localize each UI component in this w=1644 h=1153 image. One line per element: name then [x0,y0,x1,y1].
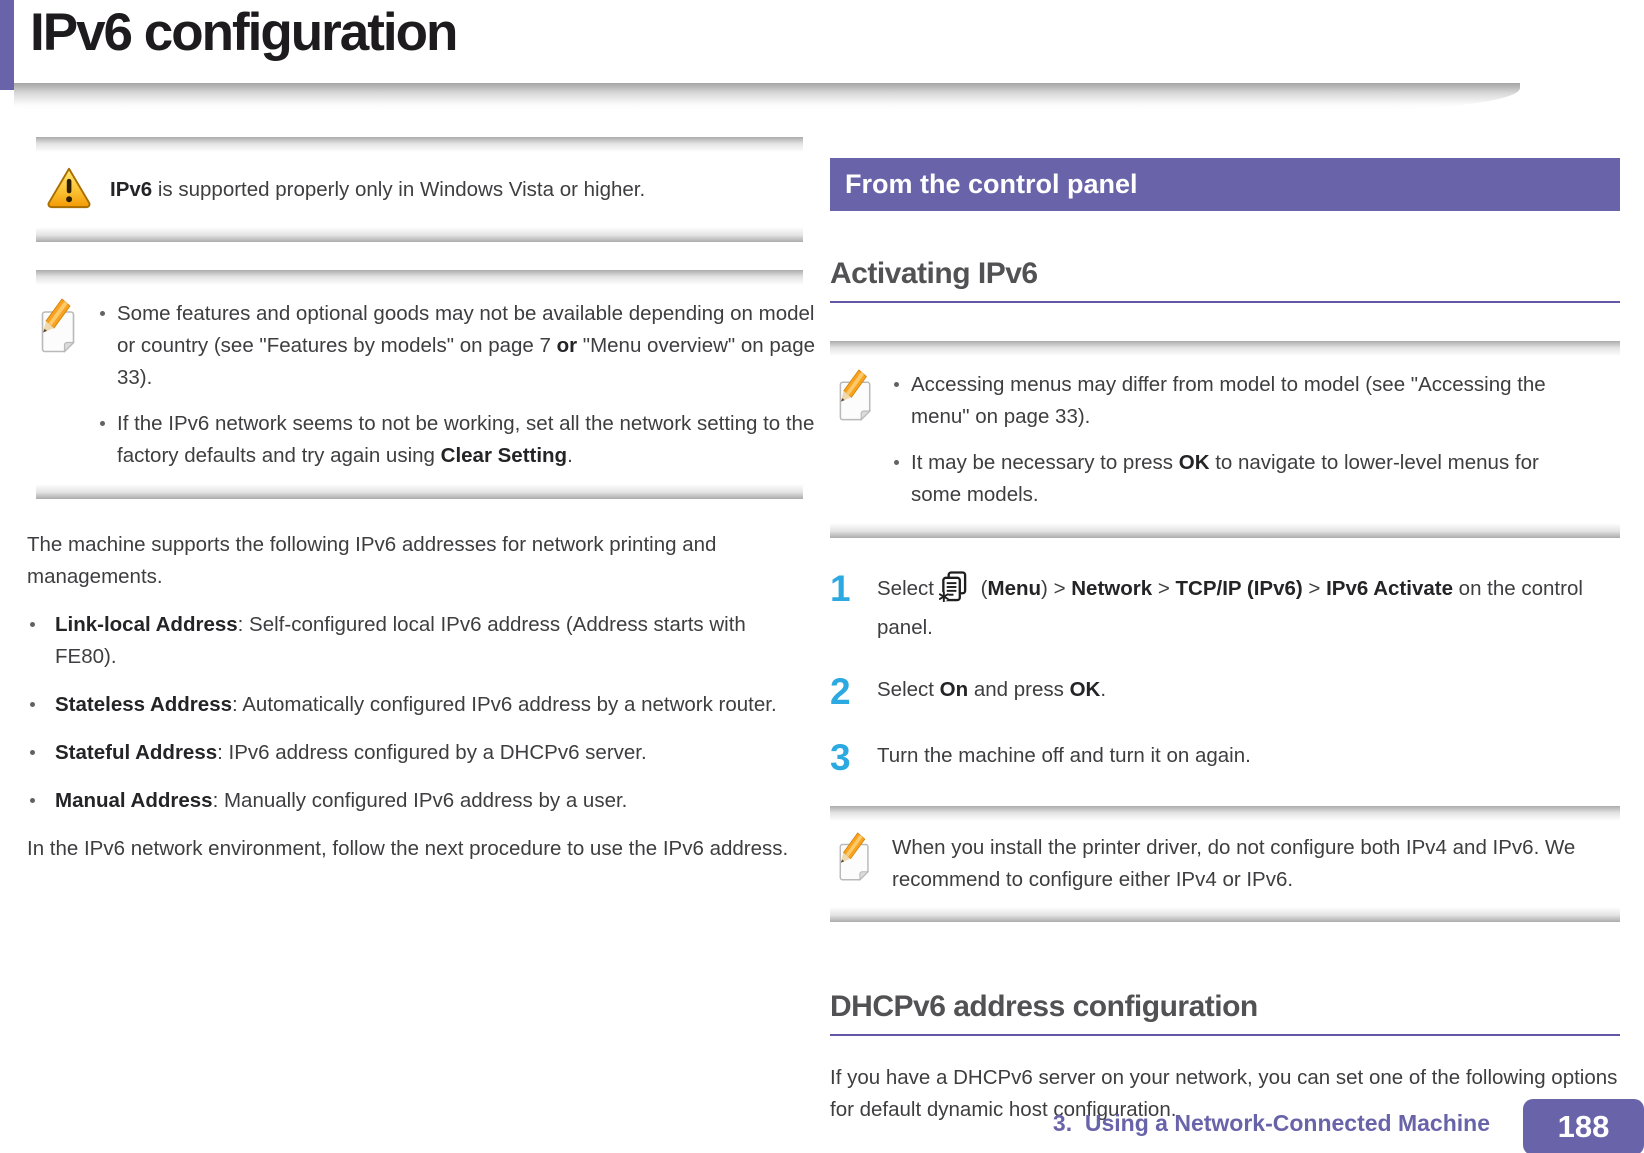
box-bottom-edge [36,227,803,242]
address-bullet: Stateless Address: Automatically configu… [27,689,812,721]
note-item-text: Accessing menus may differ from model to… [911,373,1546,428]
dhcp-paragraph: If you have a DHCPv6 server on your netw… [830,1066,1618,1121]
note-icon [839,832,870,882]
bullet-dot [894,460,899,465]
note-item: It may be necessary to press OK to navig… [894,447,1551,511]
box-top-edge [830,806,1620,821]
note-bullet-list: Accessing menus may differ from model to… [894,369,1551,511]
menu-icon [938,571,967,603]
page-number: 188 [1557,1109,1610,1144]
box-bottom-edge [830,523,1620,538]
note-bullet-list: Some features and optional goods may not… [100,298,817,472]
note-item: Accessing menus may differ from model to… [894,369,1551,433]
left-column: IPv6 is supported properly only in Windo… [27,137,815,865]
step-text: Select (Menu) > Network > T [877,571,1587,644]
page-number-badge: 188 [1523,1099,1644,1153]
bullet-dot [30,798,35,803]
note-box: When you install the printer driver, do … [830,806,1620,922]
step-text-pre: Select [877,577,934,600]
address-bullet-text: Stateful Address: IPv6 address configure… [55,741,647,764]
step-number: 3 [830,737,851,778]
note-item: Some features and optional goods may not… [100,298,817,394]
address-bullet-text: Manual Address: Manually configured IPv6… [55,789,628,812]
note-item-text: It may be necessary to press OK to navig… [911,451,1539,506]
page-title: IPv6 configuration [30,3,458,62]
menu-icon [938,571,968,612]
heading-rule [830,1034,1620,1036]
step-text: Turn the machine off and turn it on agai… [877,744,1251,767]
step-3: 3 Turn the machine off and turn it on ag… [830,737,1620,778]
note-icon [838,832,872,887]
header-divider [14,83,1520,110]
step-number: 1 [830,568,851,609]
note-item: If the IPv6 network seems to not be work… [100,408,817,472]
box-bottom-edge [36,484,803,499]
bullet-dot [30,622,35,627]
bullet-dot [100,311,105,316]
box-top-edge [36,137,803,152]
activating-heading: Activating IPv6 [830,257,1038,290]
step-text-rest: (Menu) > Network > TCP/IP (IPv6) > IPv6 … [877,577,1583,639]
section-banner: From the control panel [830,158,1620,211]
note-icon [40,298,78,359]
note-icon [839,369,872,422]
bullet-dot [30,750,35,755]
outro-paragraph: In the IPv6 network environment, follow … [27,837,789,860]
warning-text: IPv6 is supported properly only in Windo… [110,177,646,201]
bullet-dot [894,382,899,387]
note-box: Some features and optional goods may not… [36,270,815,499]
step-2: 2 Select On and press OK. [830,671,1620,712]
warning-icon [46,165,92,214]
step-list: 1 Select (Menu) > N [830,568,1620,778]
step-1: 1 Select (Menu) > N [830,568,1620,644]
note-icon [41,298,75,353]
address-bullet: Stateful Address: IPv6 address configure… [27,737,812,769]
bullet-dot [30,702,35,707]
note-item-text: If the IPv6 network seems to not be work… [117,412,815,467]
box-bottom-edge [830,907,1620,922]
note-item-text: Some features and optional goods may not… [117,302,816,389]
warning-icon [47,167,91,209]
address-bullet-text: Stateless Address: Automatically configu… [55,693,777,716]
warning-box: IPv6 is supported properly only in Windo… [36,137,803,242]
note-box: Accessing menus may differ from model to… [830,341,1620,538]
address-bullet-text: Link-local Address: Self-configured loca… [55,613,746,668]
note-text: When you install the printer driver, do … [892,836,1576,891]
intro-paragraph: The machine supports the following IPv6 … [27,533,717,588]
note-icon [838,369,874,427]
step-text: Select On and press OK. [877,678,1107,701]
title-accent-bar [0,0,14,90]
address-list: Link-local Address: Self-configured loca… [27,609,812,817]
address-bullet: Link-local Address: Self-configured loca… [27,609,812,673]
address-bullet: Manual Address: Manually configured IPv6… [27,785,812,817]
box-top-edge [36,270,803,285]
box-top-edge [830,341,1620,356]
step-number: 2 [830,671,851,712]
footer-chapter-label: 3. Using a Network-Connected Machine [1052,1110,1490,1136]
bullet-dot [100,421,105,426]
heading-rule [830,301,1620,303]
right-column: From the control panel Activating IPv6 [830,158,1620,1147]
dhcp-heading: DHCPv6 address configuration [830,990,1258,1023]
